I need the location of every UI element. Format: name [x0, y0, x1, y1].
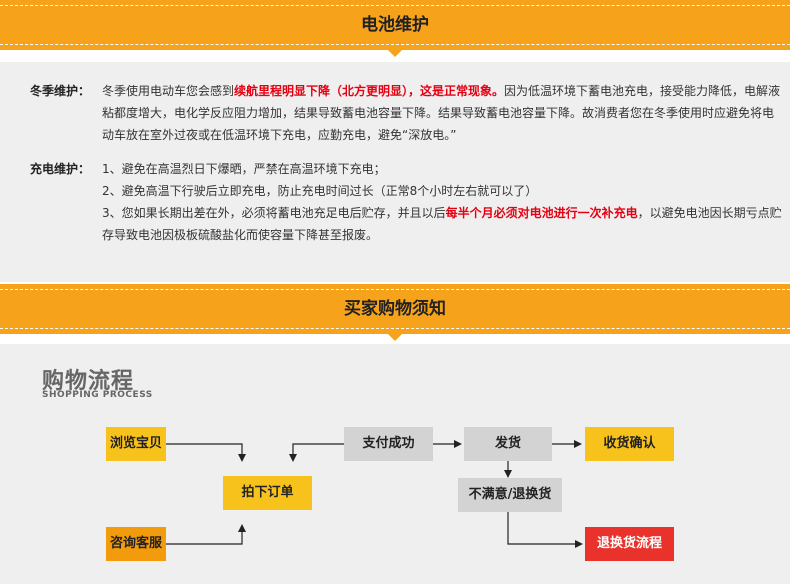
arrow-unsatisfied-to-return: [507, 512, 583, 548]
battery-banner: 电池维护: [0, 0, 790, 50]
step-ship: 发货: [464, 427, 552, 461]
winter-text-after: 因为低温环境下蓄电池充电，接受能力降低，电解液粘都度增大，电化学反应阻力增加，结…: [102, 84, 781, 142]
charging-item-3-after: ，以避免电池因长期亏点贮存导致电池因极板硫酸盐化而使容量下降甚至报废。: [102, 206, 782, 242]
charging-text: 1、避免在高温烈日下爆晒，严禁在高温环境下充电； 2、避免高温下行驶后立即充电，…: [102, 158, 782, 246]
winter-text-highlight: 续航里程明显下降（北方更明显），这是正常现象。: [234, 84, 505, 98]
battery-section: 冬季维护： 冬季使用电动车您会感到续航里程明显下降（北方更明显），这是正常现象。…: [0, 62, 790, 282]
step-unsatisfied: 不满意/退换货: [458, 478, 562, 512]
winter-row: 冬季维护： 冬季使用电动车您会感到续航里程明显下降（北方更明显），这是正常现象。…: [30, 80, 780, 150]
step-consult: 咨询客服: [106, 527, 166, 561]
banner-notch: [388, 50, 402, 57]
battery-title: 电池维护: [361, 15, 429, 35]
arrow-pay-to-order: [289, 443, 344, 462]
arrow-consult-to-order: [166, 524, 246, 545]
charging-item-1: 1、避免在高温烈日下爆晒，严禁在高温环境下充电；: [102, 162, 386, 176]
winter-text-before: 冬季使用电动车您会感到: [102, 84, 235, 98]
banner-dashed-border: [0, 289, 790, 329]
process-subheading: SHOPPING PROCESS: [42, 390, 153, 400]
banner-dashed-border: [0, 5, 790, 45]
charging-item-3: 3、您如果长期出差在外，必须将蓄电池充足电后贮存，并且以后每半个月必须对电池进行…: [102, 202, 782, 246]
charging-item-3-before: 3、您如果长期出差在外，必须将蓄电池充足电后贮存，并且以后: [102, 206, 446, 220]
arrow-browse-to-order: [166, 443, 246, 462]
step-pay: 支付成功: [344, 427, 433, 461]
charging-label: 充电维护：: [30, 162, 91, 176]
buyer-title: 买家购物须知: [344, 299, 446, 319]
step-confirm: 收货确认: [585, 427, 674, 461]
winter-label: 冬季维护：: [30, 84, 91, 98]
process-heading: 购物流程: [42, 369, 135, 394]
step-return: 退换货流程: [585, 527, 674, 561]
charging-item-2: 2、避免高温下行驶后立即充电，防止充电时间过长（正常8个小时左右就可以了）: [102, 184, 538, 198]
step-browse: 浏览宝贝: [106, 427, 166, 461]
step-order: 拍下订单: [223, 476, 312, 510]
winter-text: 冬季使用电动车您会感到续航里程明显下降（北方更明显），这是正常现象。因为低温环境…: [102, 80, 782, 146]
banner-notch: [388, 334, 402, 341]
charging-item-3-highlight: 每半个月必须对电池进行一次补充电: [445, 206, 638, 220]
buyer-banner: 买家购物须知: [0, 284, 790, 334]
charging-row: 充电维护： 1、避免在高温烈日下爆晒，严禁在高温环境下充电； 2、避免高温下行驶…: [30, 158, 782, 258]
